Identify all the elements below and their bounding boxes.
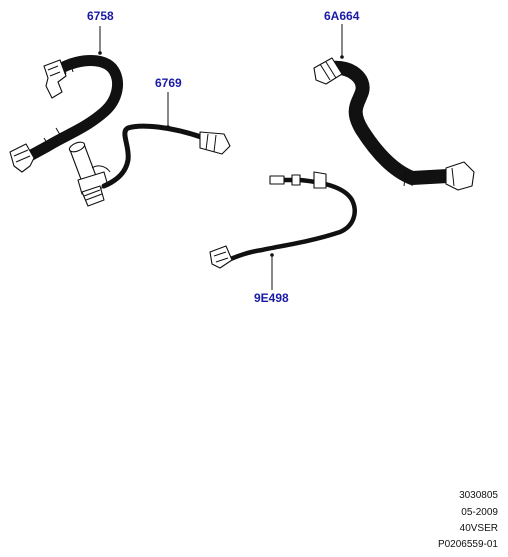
vent-tube-6769 xyxy=(101,92,231,189)
callout-9e498[interactable]: 9E498 xyxy=(254,291,289,305)
pcv-valve xyxy=(68,141,111,207)
callout-6769[interactable]: 6769 xyxy=(155,76,182,90)
breather-hose-6758 xyxy=(9,26,124,173)
hose-6a664 xyxy=(313,24,475,191)
footer-date: 05-2009 xyxy=(461,507,498,518)
callout-6758[interactable]: 6758 xyxy=(87,9,114,23)
footer-reference: P0206559-01 xyxy=(437,539,498,550)
footer-code-2: 40VSER xyxy=(459,523,498,534)
footer-code-1: 3030805 xyxy=(459,490,498,501)
callout-6a664[interactable]: 6A664 xyxy=(324,9,360,23)
tube-9e498 xyxy=(209,171,357,290)
